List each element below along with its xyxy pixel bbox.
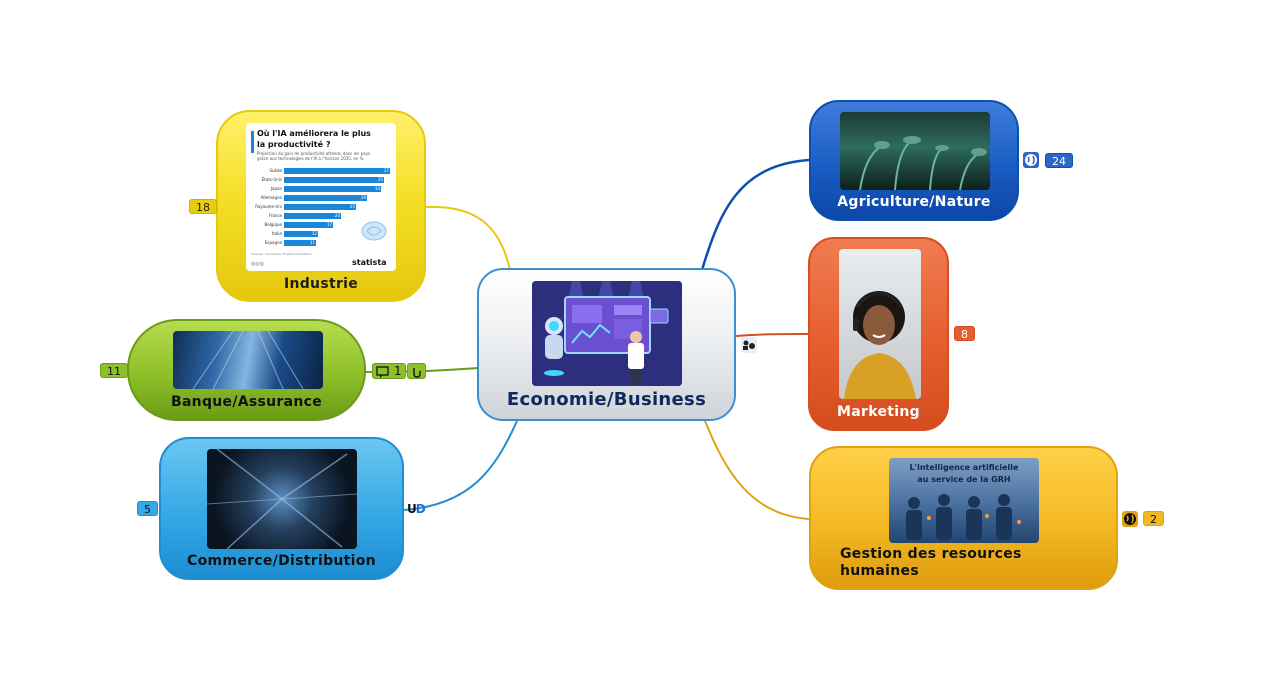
count-badge-grh[interactable]: 2	[1143, 511, 1164, 526]
chart-bar: 11	[284, 240, 316, 246]
topic-banque-label: Banque/Assurance	[170, 394, 323, 410]
chart-bar: 34	[284, 186, 381, 192]
chart-bar-value: 17	[326, 222, 332, 227]
chart-bar: 37	[284, 168, 390, 174]
link-agriculture	[700, 158, 810, 271]
topic-grh-label-2: humaines	[840, 563, 919, 579]
brain-icon	[361, 221, 387, 241]
chart-bar-value: 34	[374, 186, 380, 191]
topic-agriculture-label: Agriculture/Nature	[837, 194, 991, 210]
chart-country-label: États-Unis	[261, 177, 282, 182]
topic-grh-label-1: Gestion des resources	[840, 546, 1022, 562]
count-badge-commerce[interactable]: 5	[137, 501, 158, 516]
link-industrie	[425, 205, 511, 271]
chart-country-label: France	[268, 213, 282, 218]
woman-figure	[844, 291, 916, 399]
link-marketing	[735, 333, 809, 337]
chart-source: Sources : Accenture, Frontier Economics	[251, 252, 312, 256]
plant-shapes	[859, 136, 987, 190]
plants-image	[840, 112, 990, 190]
chart-bar-value: 37	[383, 168, 389, 173]
topic-banque-assurance[interactable]: Banque/Assurance	[127, 319, 366, 421]
chart-bar-value: 11	[309, 240, 315, 245]
central-topic-label: Economie/Business	[506, 389, 707, 410]
count-badge-banque[interactable]: 11	[100, 363, 128, 378]
globe-icon[interactable]	[1122, 511, 1138, 527]
skyscraper-image	[173, 331, 323, 389]
topic-marketing[interactable]: Marketing	[808, 237, 949, 431]
chart-country-label: Espagne	[264, 240, 282, 245]
link-icon-glyph	[413, 368, 421, 378]
chart-bar: 35	[284, 177, 384, 183]
comment-badge-banque[interactable]: 1	[372, 363, 406, 379]
chart-bar: 29	[284, 195, 367, 201]
license-icons: ◎◎◎	[251, 261, 265, 267]
topic-grh-label: Gestion des resources humaines	[840, 546, 1022, 580]
topic-agriculture-nature[interactable]: Agriculture/Nature	[809, 100, 1019, 221]
call-center-woman-image	[839, 249, 921, 399]
chart-bar-value: 35	[377, 177, 383, 182]
topic-industrie-label: Industrie	[283, 276, 359, 292]
count-badge-industrie[interactable]: 18	[189, 199, 217, 214]
topic-gestion-ressources-humaines[interactable]: L'intelligence artificielle au service d…	[809, 446, 1118, 590]
city-aerial-image	[207, 449, 357, 549]
count-badge-marketing[interactable]: 8	[954, 326, 975, 341]
topic-marketing-label: Marketing	[837, 404, 920, 420]
count-badge-agriculture[interactable]: 24	[1045, 153, 1073, 168]
chart-bar-value: 29	[360, 195, 366, 200]
chart-subtitle-2: grâce aux technologies de l'IA à l'horiz…	[257, 156, 364, 161]
chart-country-label: Suède	[269, 168, 282, 173]
statista-logo: statista	[352, 258, 387, 267]
chart-bar-value: 20	[334, 213, 340, 218]
link-grh	[704, 420, 810, 520]
chart-country-label: Belgique	[264, 222, 282, 227]
chart-title-1: Où l'IA améliorera le plus	[257, 129, 371, 138]
grh-image-text-1: L'intelligence artificielle	[909, 463, 1019, 472]
grh-image-text-2: au service de la GRH	[917, 475, 1011, 484]
chart-bar-value: 25	[349, 204, 355, 209]
comment-icon	[376, 366, 389, 378]
skyscraper-lines	[192, 331, 304, 389]
chart-country-label: Allemagne	[260, 195, 282, 200]
chart-title-2: la productivité ?	[257, 140, 331, 149]
city-streaks	[207, 449, 357, 549]
grh-people-silhouettes	[906, 494, 1021, 540]
chart-subtitle-1: Projection du gain de productivité atten…	[257, 151, 371, 156]
chart-country-label: Italie	[272, 231, 282, 236]
central-topic[interactable]: Economie/Business	[477, 268, 736, 421]
ai-robot-illustration	[532, 281, 682, 386]
chart-country-label: Royaume-Uni	[255, 204, 282, 209]
chart-bar-value: 12	[311, 231, 317, 236]
globe-icon[interactable]	[1023, 152, 1039, 168]
link-commerce	[403, 420, 518, 511]
link-icon[interactable]	[407, 363, 426, 379]
ud-logo-icon[interactable]: UD	[407, 502, 426, 516]
chart-bar: 12	[284, 231, 318, 237]
chart-bar: 20	[284, 213, 341, 219]
topic-commerce-label: Commerce/Distribution	[187, 553, 376, 569]
productivity-chart-image: Où l'IA améliorera le plus la productivi…	[246, 123, 396, 271]
chart-bar: 17	[284, 222, 333, 228]
chart-bar: 25	[284, 204, 356, 210]
people-icon[interactable]	[741, 337, 757, 353]
comment-count: 1	[394, 364, 402, 378]
ai-robot-image	[532, 281, 682, 386]
topic-industrie[interactable]: Où l'IA améliorera le plus la productivi…	[216, 110, 426, 302]
grh-ai-image: L'intelligence artificielle au service d…	[889, 458, 1039, 543]
topic-commerce-distribution[interactable]: Commerce/Distribution	[159, 437, 404, 580]
chart-country-label: Japon	[270, 186, 282, 191]
